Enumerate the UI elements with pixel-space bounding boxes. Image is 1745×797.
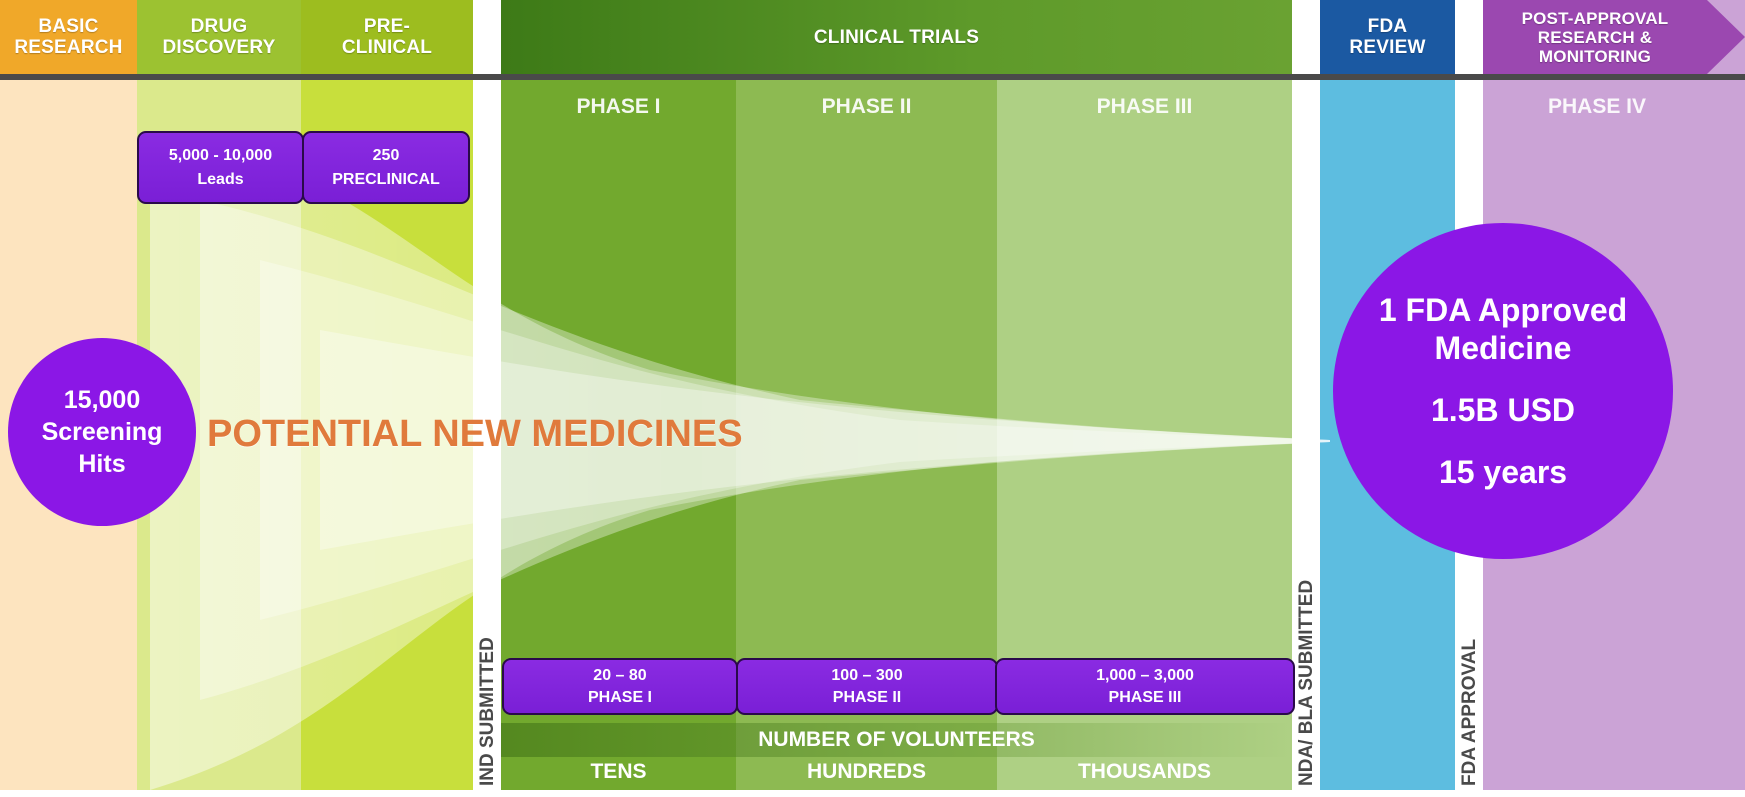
header-fda-approval-gap bbox=[1455, 0, 1483, 74]
volunteers-tens: TENS bbox=[590, 760, 647, 783]
phase2-volunteers-count: 100 – 300 bbox=[831, 666, 903, 684]
phase1-volunteers-count: 20 – 80 bbox=[593, 666, 647, 684]
leads-pill: 5,000 - 10,000 Leads bbox=[137, 131, 304, 204]
fda-approval-label: FDA APPROVAL bbox=[1459, 638, 1480, 786]
header-post-approval-label: POST-APPROVAL RESEARCH & MONITORING bbox=[1521, 8, 1669, 66]
header-drug-discovery-label: DRUG DISCOVERY bbox=[162, 16, 276, 58]
phase3-label: PHASE III bbox=[1096, 95, 1193, 118]
header-ind-gap bbox=[473, 0, 501, 74]
nda-submitted-label: NDA/ BLA SUBMITTED bbox=[1296, 579, 1317, 786]
header-clinical-trials-label: CLINICAL TRIALS bbox=[813, 26, 980, 48]
preclinical-pill: 250 PRECLINICAL bbox=[302, 131, 470, 204]
header-fda-review: FDA REVIEW bbox=[1320, 0, 1455, 74]
phase1-volunteers-pill: 20 – 80 PHASE I bbox=[502, 658, 738, 715]
phase4-label: PHASE IV bbox=[1547, 95, 1647, 118]
bottom-divider bbox=[0, 790, 1745, 797]
screening-hits-label-1: Screening bbox=[41, 418, 163, 446]
header-post-approval-arrow bbox=[1483, 0, 1745, 74]
approved-medicine-duration: 15 years bbox=[1438, 454, 1568, 490]
header-drug-discovery: DRUG DISCOVERY bbox=[137, 0, 301, 74]
phase2-volunteers-pill: 100 – 300 PHASE II bbox=[736, 658, 998, 715]
ind-submitted-label: IND SUBMITTED bbox=[477, 637, 498, 786]
volunteers-hundreds: HUNDREDS bbox=[806, 760, 926, 783]
nda-gap bbox=[1292, 0, 1320, 790]
volunteers-band bbox=[501, 723, 1292, 757]
phase3-volunteers-label: PHASE III bbox=[1108, 688, 1182, 706]
approved-medicine-line2: Medicine bbox=[1434, 330, 1572, 366]
phase2-label: PHASE II bbox=[821, 95, 912, 118]
header-nda-gap bbox=[1292, 0, 1320, 74]
volunteers-title: NUMBER OF VOLUNTEERS bbox=[758, 728, 1035, 751]
approved-medicine-line1: 1 FDA Approved bbox=[1378, 292, 1628, 328]
preclinical-count: 250 bbox=[372, 146, 400, 164]
phase3-volunteers-count: 1,000 – 3,000 bbox=[1096, 666, 1194, 684]
header-divider bbox=[0, 74, 1745, 80]
phase3-volunteers-pill: 1,000 – 3,000 PHASE III bbox=[995, 658, 1295, 715]
phase2-volunteers-label: PHASE II bbox=[832, 688, 902, 706]
header-preclinical: PRE- CLINICAL bbox=[301, 0, 473, 74]
header-post-approval: POST-APPROVAL RESEARCH & MONITORING bbox=[1483, 0, 1707, 74]
screening-hits-count: 15,000 bbox=[63, 386, 141, 414]
header-fda-review-label: FDA REVIEW bbox=[1349, 16, 1426, 58]
preclinical-pill-label: PRECLINICAL bbox=[332, 170, 440, 188]
leads-count: 5,000 - 10,000 bbox=[168, 146, 273, 164]
screening-hits-label-2: Hits bbox=[78, 450, 126, 478]
header-basic-research: BASIC RESEARCH bbox=[0, 0, 137, 74]
funnel-title: POTENTIAL NEW MEDICINES bbox=[207, 413, 743, 455]
screening-hits-circle: 15,000 Screening Hits bbox=[8, 338, 196, 526]
header-clinical-trials: CLINICAL TRIALS bbox=[501, 0, 1292, 74]
header-basic-research-label: BASIC RESEARCH bbox=[14, 16, 123, 58]
phase1-label: PHASE I bbox=[576, 95, 661, 118]
header-preclinical-label: PRE- CLINICAL bbox=[341, 16, 433, 58]
approved-medicine-cost: 1.5B USD bbox=[1430, 392, 1576, 428]
phase1-volunteers-label: PHASE I bbox=[587, 688, 652, 706]
leads-label: Leads bbox=[197, 170, 244, 188]
volunteers-thousands: THOUSANDS bbox=[1077, 760, 1211, 783]
approved-medicine-circle: 1 FDA Approved Medicine 1.5B USD 15 year… bbox=[1333, 223, 1673, 559]
